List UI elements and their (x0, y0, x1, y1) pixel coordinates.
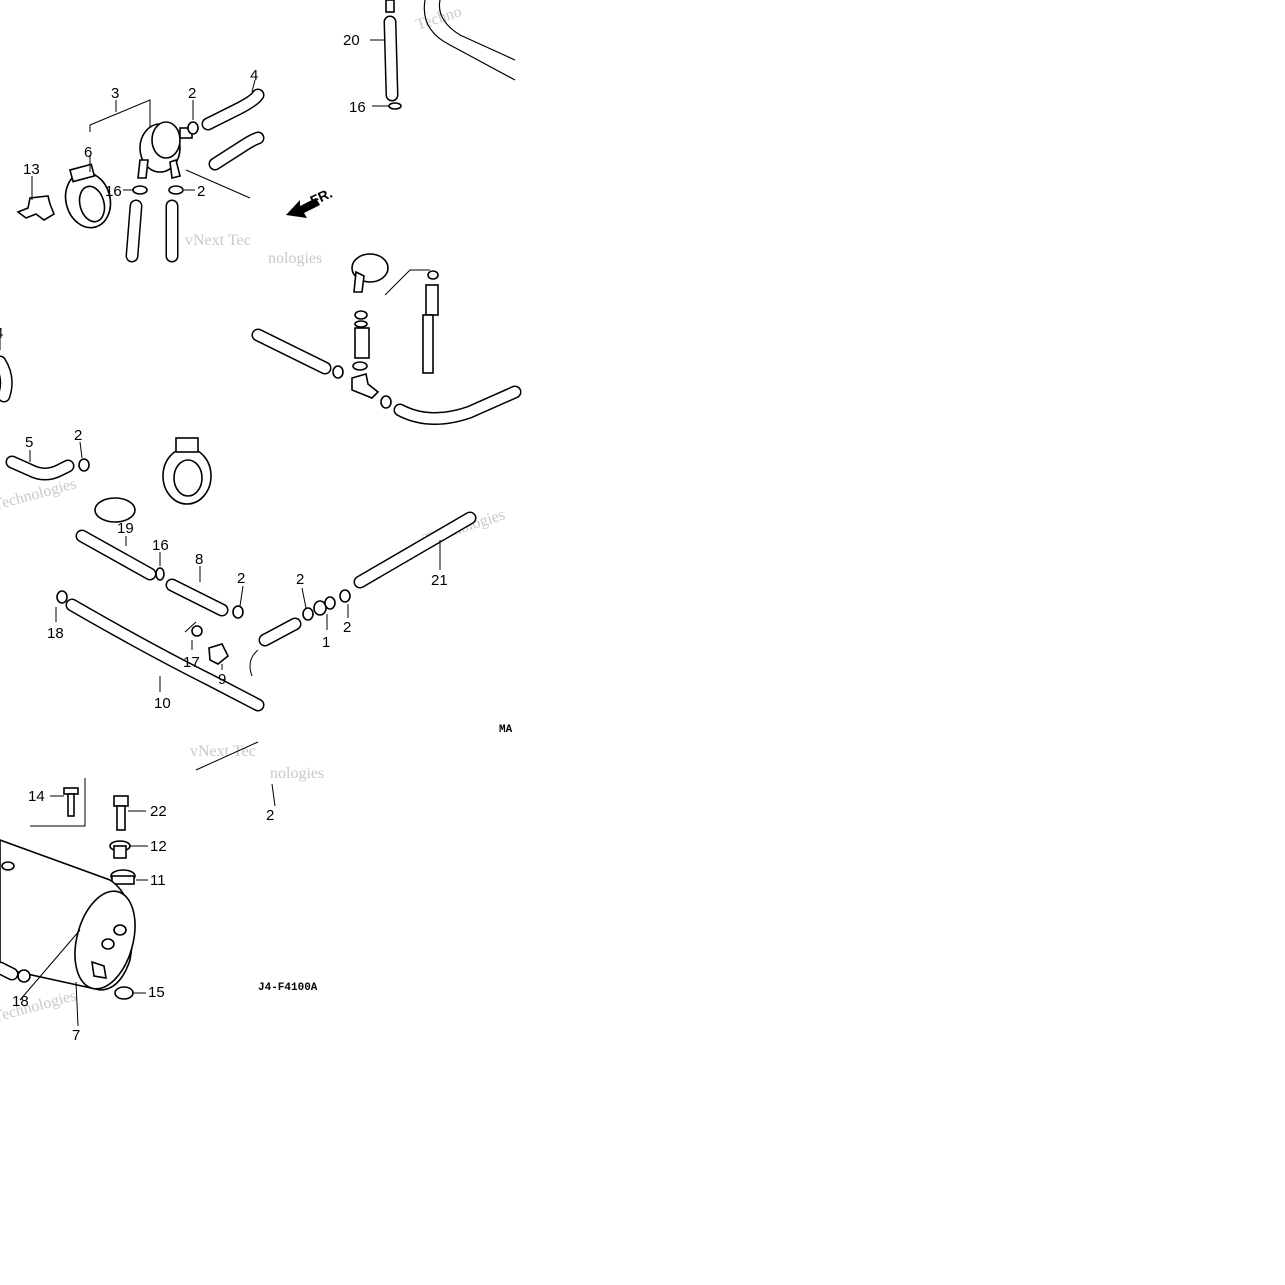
callout-label: 8 (195, 551, 203, 568)
callout-label: 2 (237, 570, 245, 587)
callout-label: 16 (349, 99, 366, 116)
callout-label: 4 (0, 325, 3, 342)
diagram-code: J4-F4100A (258, 982, 318, 994)
tee-connector-group (251, 253, 522, 426)
front-direction-arrow-icon: FR. (286, 185, 335, 218)
callout-label: 17 (183, 654, 200, 671)
watermark-text: nologies (268, 250, 322, 267)
callout-label: 10 (154, 695, 171, 712)
svg-text:FR.: FR. (308, 185, 335, 209)
hose-21-group (249, 511, 477, 677)
hose-20-group (370, 0, 516, 110)
callout-label: 18 (47, 625, 64, 642)
watermark-text: vNext Tec (185, 232, 251, 249)
callout-label: 6 (84, 144, 92, 161)
callout-label: 11 (150, 872, 166, 889)
canister-group (0, 741, 276, 1027)
callout-label: 7 (72, 1027, 80, 1044)
callout-label: 3 (111, 85, 119, 102)
callout-label: 15 (148, 984, 165, 1001)
callout-label: 2 (296, 571, 304, 588)
watermark-text: vNext Tec (190, 743, 256, 760)
callout-label: 14 (28, 788, 45, 805)
callout-label: 2 (188, 85, 196, 102)
valve-assembly-group (16, 79, 265, 263)
callout-label: 19 (117, 520, 134, 537)
watermark-text: nologies (270, 765, 324, 782)
callout-label: 20 (343, 32, 360, 49)
callout-label: 22 (150, 803, 167, 820)
callout-label: 1 (322, 634, 330, 651)
callout-label: 16 (152, 537, 169, 554)
callout-label: 13 (23, 161, 40, 178)
callout-label: 18 (12, 993, 29, 1010)
hoses-4-5-group (0, 338, 212, 523)
callout-label: 9 (218, 671, 226, 688)
hoses-lower-left-group (55, 529, 265, 712)
callout-label: 2 (266, 807, 274, 824)
callout-label: 21 (431, 572, 448, 589)
callout-label: 4 (250, 67, 258, 84)
callout-label: 16 (105, 183, 122, 200)
callout-label: 2 (74, 427, 82, 444)
corner-code: MA (499, 724, 513, 736)
callout-label: 2 (197, 183, 205, 200)
callout-label: 12 (150, 838, 167, 855)
watermark-text: Techno (414, 3, 464, 34)
callout-label: 5 (25, 434, 33, 451)
watermark-text: Technologies (0, 475, 78, 513)
callout-label: 2 (343, 619, 351, 636)
